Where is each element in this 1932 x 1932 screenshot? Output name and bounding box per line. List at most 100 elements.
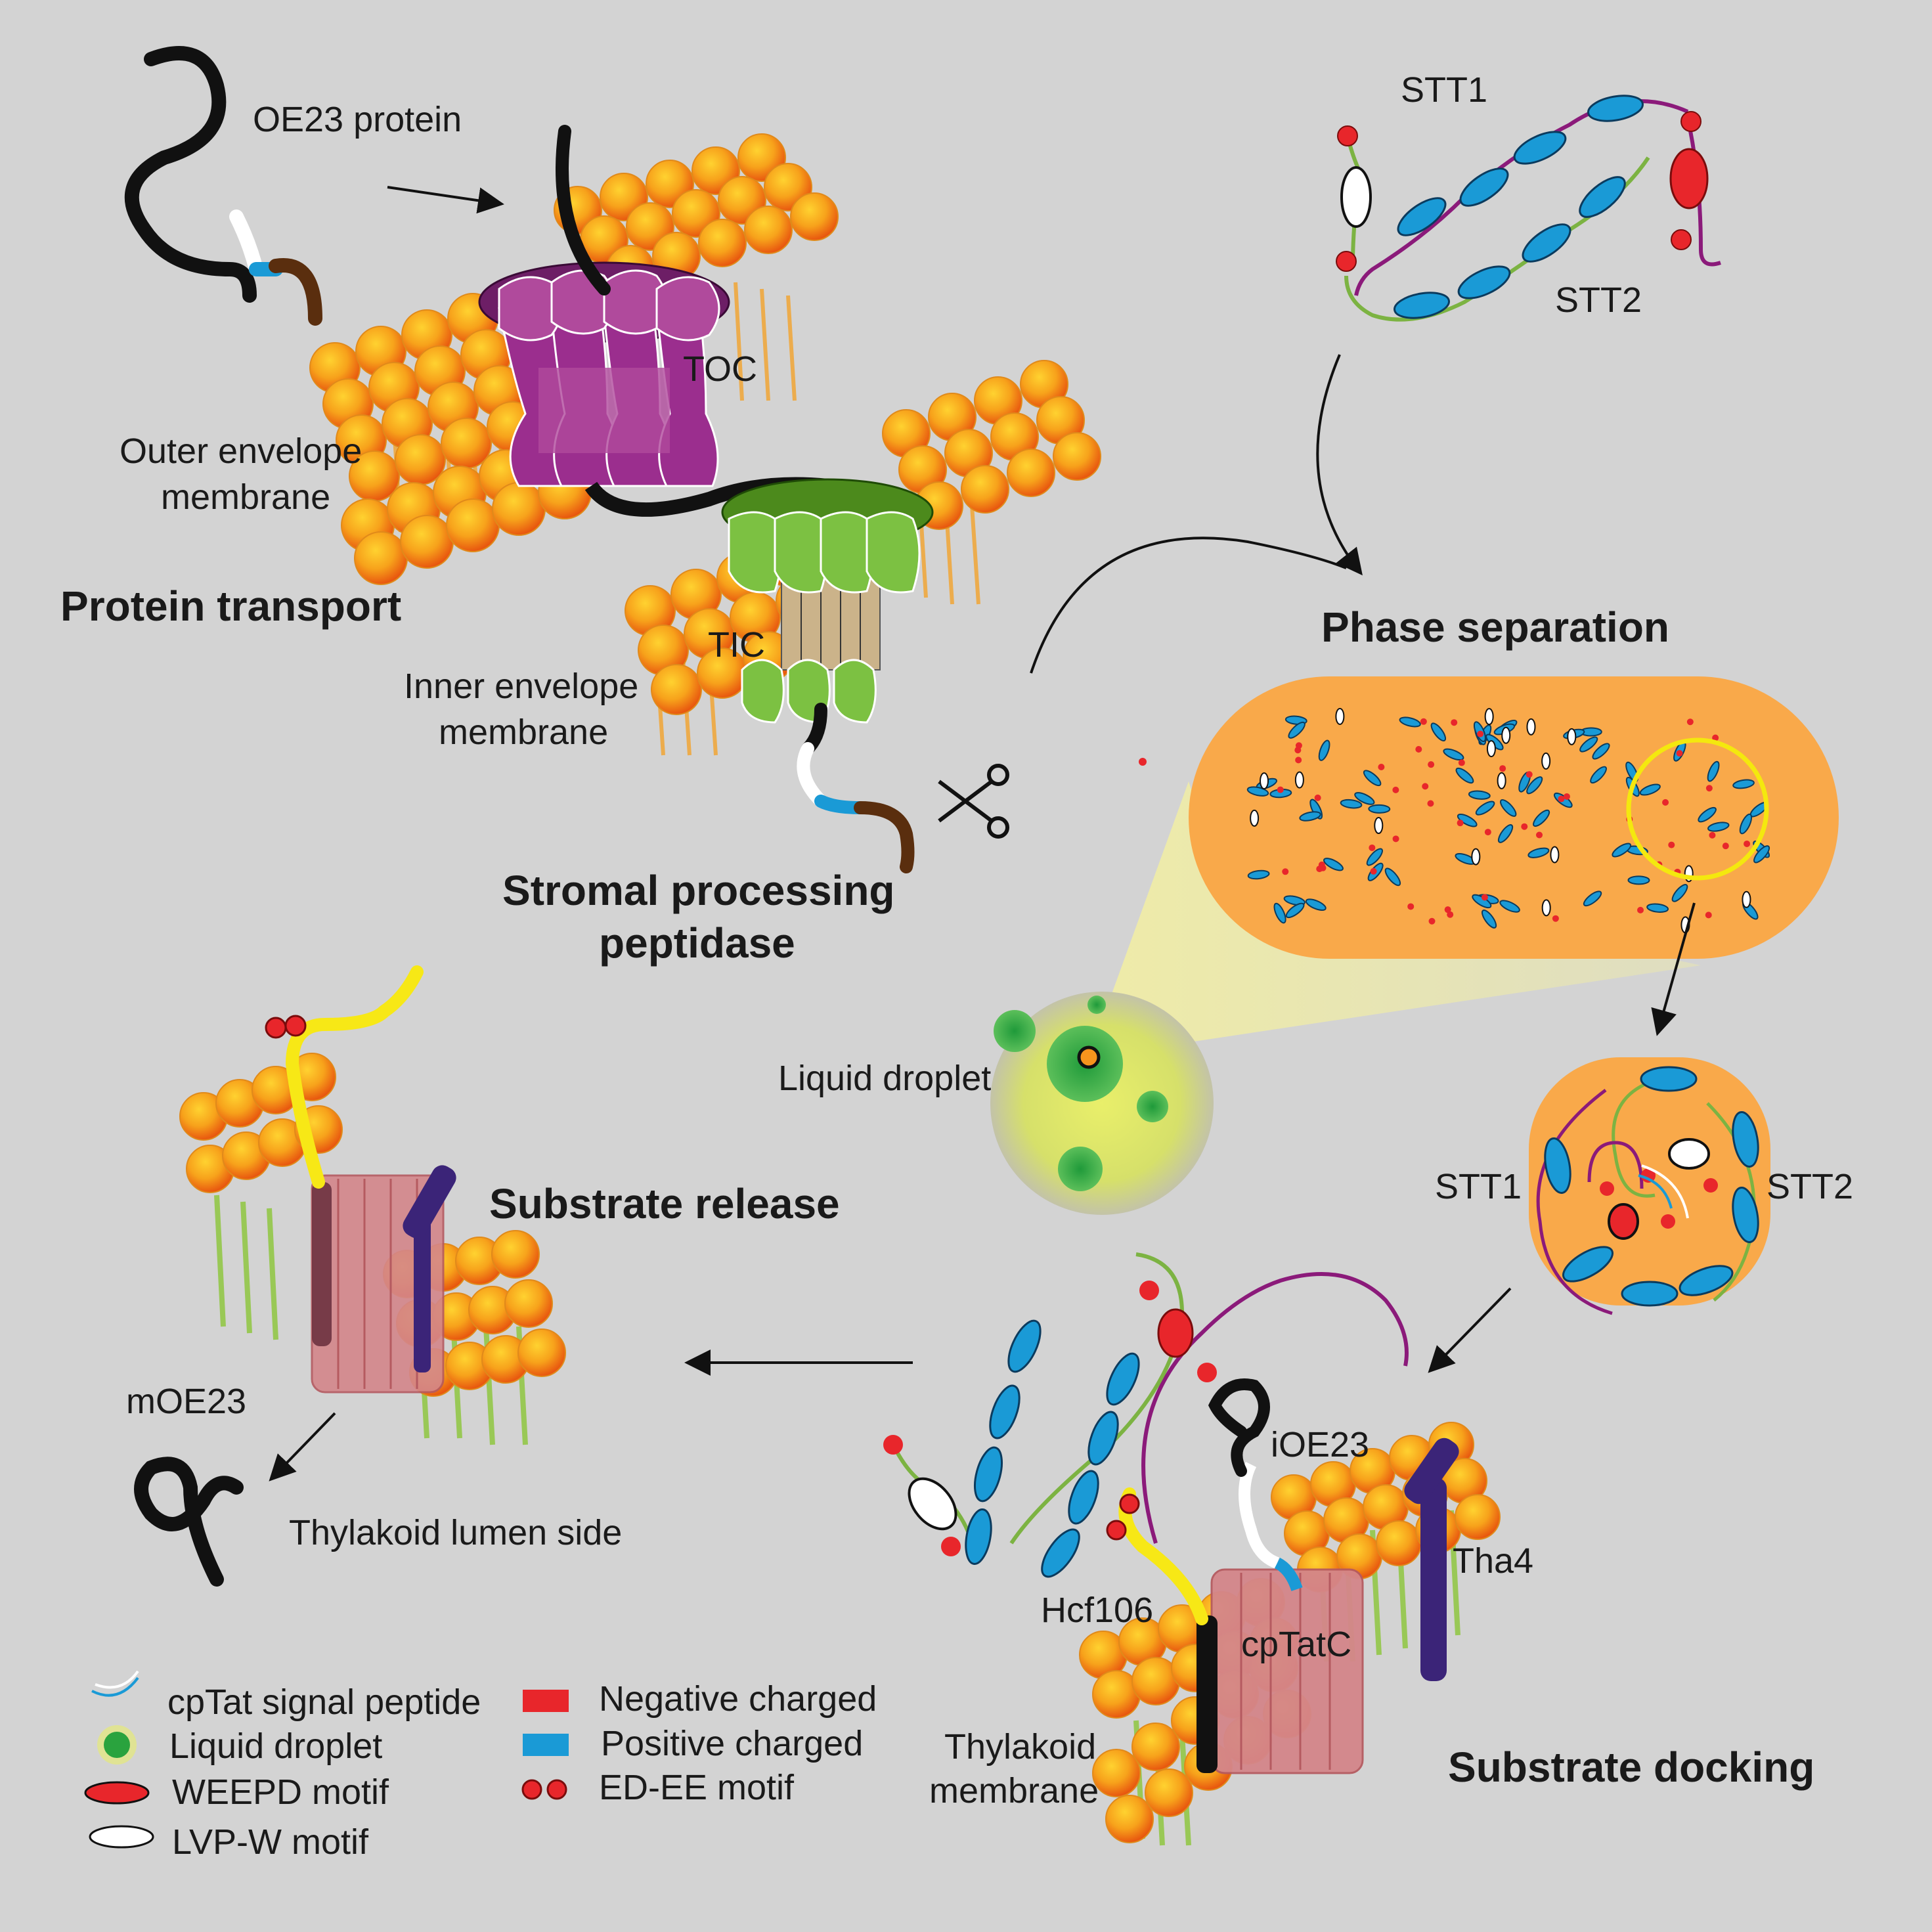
condensate-negative-domain [1369,844,1376,851]
blue-rect-icon [523,1734,569,1756]
condensate-negative-domain [1444,906,1451,913]
label-cptatc: cpTatC [1241,1625,1351,1664]
condensate-lvpw-motif [1526,718,1536,735]
lipid-head [790,192,839,241]
stt-pair-docking [883,1252,1409,1584]
condensate-positive-domain [1247,869,1270,880]
condensate-positive-domain [1288,721,1306,739]
condensate-negative-domain [1392,786,1399,793]
label-inner-2: membrane [439,713,608,752]
lipid-head [651,664,702,715]
condensate-lvpw-motif [1567,728,1577,745]
condensate-negative-domain [1392,835,1399,843]
condensate-negative-domain [1477,730,1484,737]
condensate-negative-domain [1458,759,1465,766]
stt-interaction-zoom [1529,1057,1770,1315]
label-inner-1: Inner envelope [404,667,638,706]
label-oe23: OE23 protein [253,100,462,139]
condensate-positive-domain [1526,776,1543,795]
condensate-negative-domain [1705,785,1713,792]
condensate-positive-domain [1527,847,1550,858]
condensate-lvpw-motif [1497,772,1506,789]
red-oval-icon [84,1781,150,1805]
label-tha4: Tha4 [1453,1541,1533,1581]
label-tic: TIC [708,625,765,665]
condensate-positive-domain [1583,890,1602,907]
condensate-lvpw-motif [1486,740,1496,758]
condensate-negative-domain [1422,783,1429,790]
red-rect-icon [523,1690,569,1712]
label-spp-2: peptidase [599,919,795,967]
lipid-head [504,1279,553,1328]
label-toc: TOC [683,349,757,389]
condensate-negative-domain [1415,745,1422,753]
condensate-negative-domain [1712,734,1719,741]
label-outer-1: Outer envelope [120,431,362,471]
condensate-positive-domain [1533,809,1550,827]
legend-label-weepd: WEEPD motif [172,1772,389,1812]
lipid-head [698,219,747,267]
stt-pair-top [1336,91,1721,323]
condensate-lvpw-motif [1550,846,1560,864]
lipid-head [400,515,454,569]
condensate-positive-domain [1323,858,1344,871]
label-phase-separation: Phase separation [1321,604,1669,651]
condensate-negative-domain [1536,831,1543,839]
condensate-negative-domain [1447,911,1454,918]
condensate-lvpw-motif [1484,708,1494,726]
lipid-head [1376,1520,1422,1566]
condensate-positive-domain [1368,804,1391,814]
condensate-negative-domain [1676,750,1683,757]
signal-peptide-icon [91,1670,139,1697]
condensate-positive-domain [1285,902,1305,919]
lipid-head [1053,432,1101,481]
condensate-positive-domain [1443,748,1464,761]
legend-label-lvpw: LVP-W motif [172,1822,369,1862]
condensate-negative-domain [1277,786,1284,793]
lipid-head [1145,1768,1193,1817]
condensate-positive-domain [1499,900,1520,913]
arrow-zoom-to-docking [1428,1287,1512,1373]
arrow-tic-to-phase [1030,537,1347,674]
lipid-head [517,1328,566,1377]
condensate-lvpw-motif [1260,772,1269,790]
condensate-positive-domain [1366,848,1383,866]
condensate-positive-domain [1399,716,1421,728]
condensate-positive-domain [1500,799,1517,817]
condensate-positive-domain [1468,790,1491,800]
condensate-negative-domain [1484,829,1491,836]
legend-label-positive: Positive charged [601,1724,863,1763]
scissors-icon [938,764,1009,839]
condensate-negative-domain [1420,718,1427,725]
label-moe23: mOE23 [126,1382,246,1421]
moe23-strand [134,1457,244,1587]
condensate-positive-domain [1739,813,1753,835]
lipid-head [491,1230,540,1279]
lipid-head [961,465,1009,514]
condensate-lvpw-motif [1471,848,1481,866]
condensate-negative-domain [1709,831,1716,839]
condensate-positive-domain [1579,736,1598,753]
condensate-positive-domain [1592,743,1610,760]
condensate-positive-domain [1590,766,1607,784]
condensate-negative-domain [1722,843,1729,850]
tic-channel [721,478,934,724]
label-stt2-mid: STT2 [1767,1167,1853,1206]
condensate-lvpw-motif [1541,752,1551,770]
condensate-negative-domain [1428,917,1436,925]
condensate-negative-domain [1427,800,1434,807]
condensate-negative-domain [1552,915,1559,922]
label-substrate-release: Substrate release [489,1180,840,1227]
label-protein-transport: Protein transport [60,582,401,630]
legend-label-negative: Negative charged [599,1679,877,1719]
label-stt1-top: STT1 [1401,70,1487,110]
condensate-lvpw-motif [1742,890,1751,908]
condensate-positive-domain [1707,822,1730,832]
thylakoid-membrane-release [179,965,566,1445]
condensate-positive-domain [1753,845,1770,864]
condensate-positive-domain [1627,875,1650,885]
label-ioe23: iOE23 [1271,1425,1369,1464]
condensate-negative-domain [1705,911,1712,919]
condensate-positive-domain [1455,767,1474,784]
